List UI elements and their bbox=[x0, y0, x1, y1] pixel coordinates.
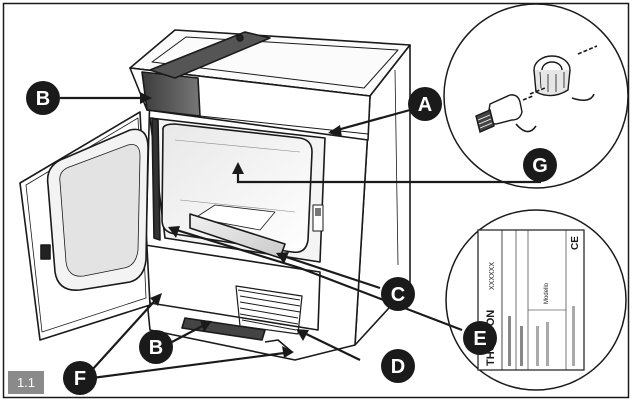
callout-b-top: B bbox=[26, 81, 60, 115]
callout-g-label: G bbox=[532, 155, 548, 177]
control-panel bbox=[141, 71, 201, 117]
callout-e-label: E bbox=[473, 328, 486, 350]
figure-border bbox=[2, 2, 630, 399]
callout-f: F bbox=[63, 361, 97, 395]
callout-b-bottom: B bbox=[139, 330, 173, 364]
callout-a-label: A bbox=[418, 94, 432, 116]
top-handle bbox=[149, 31, 271, 79]
rating-plate-code: XXXXXX bbox=[489, 262, 496, 290]
filter-cap bbox=[533, 55, 571, 97]
callout-b-bottom-label: B bbox=[149, 337, 163, 359]
rotation-arrows bbox=[515, 45, 598, 133]
leader-d bbox=[297, 329, 361, 361]
inset-filter-detail bbox=[443, 3, 629, 189]
inset-rating-plate: THOMSON XXXXXX Modello CE bbox=[445, 209, 627, 391]
leader-a bbox=[329, 108, 411, 134]
leader-e bbox=[169, 226, 463, 332]
condenser-grille bbox=[237, 289, 301, 331]
rating-plate-ce: CE bbox=[570, 236, 581, 250]
callout-d-label: D bbox=[391, 356, 405, 378]
rating-plate-model: Modello bbox=[544, 282, 550, 304]
drum-fin bbox=[194, 204, 276, 231]
callout-c-label: C bbox=[391, 284, 405, 306]
leader-c bbox=[279, 253, 381, 290]
callout-a: A bbox=[408, 87, 442, 121]
callout-f-label: F bbox=[74, 368, 86, 390]
arrow-heads bbox=[140, 92, 342, 358]
callout-e: E bbox=[463, 321, 497, 355]
door-hinge bbox=[151, 117, 161, 241]
figure-number-badge: 1.1 bbox=[8, 371, 44, 394]
callout-d: D bbox=[381, 349, 415, 383]
filter-cartridge bbox=[475, 94, 523, 133]
rating-plate: THOMSON XXXXXX Modello CE bbox=[477, 229, 585, 371]
callout-b-top-label: B bbox=[36, 88, 50, 110]
callout-c: C bbox=[381, 277, 415, 311]
dryer-body bbox=[129, 29, 411, 361]
leader-f-2 bbox=[91, 350, 293, 380]
callout-g: G bbox=[523, 148, 557, 182]
dryer-door bbox=[19, 111, 151, 341]
leader-f-1 bbox=[91, 294, 161, 371]
